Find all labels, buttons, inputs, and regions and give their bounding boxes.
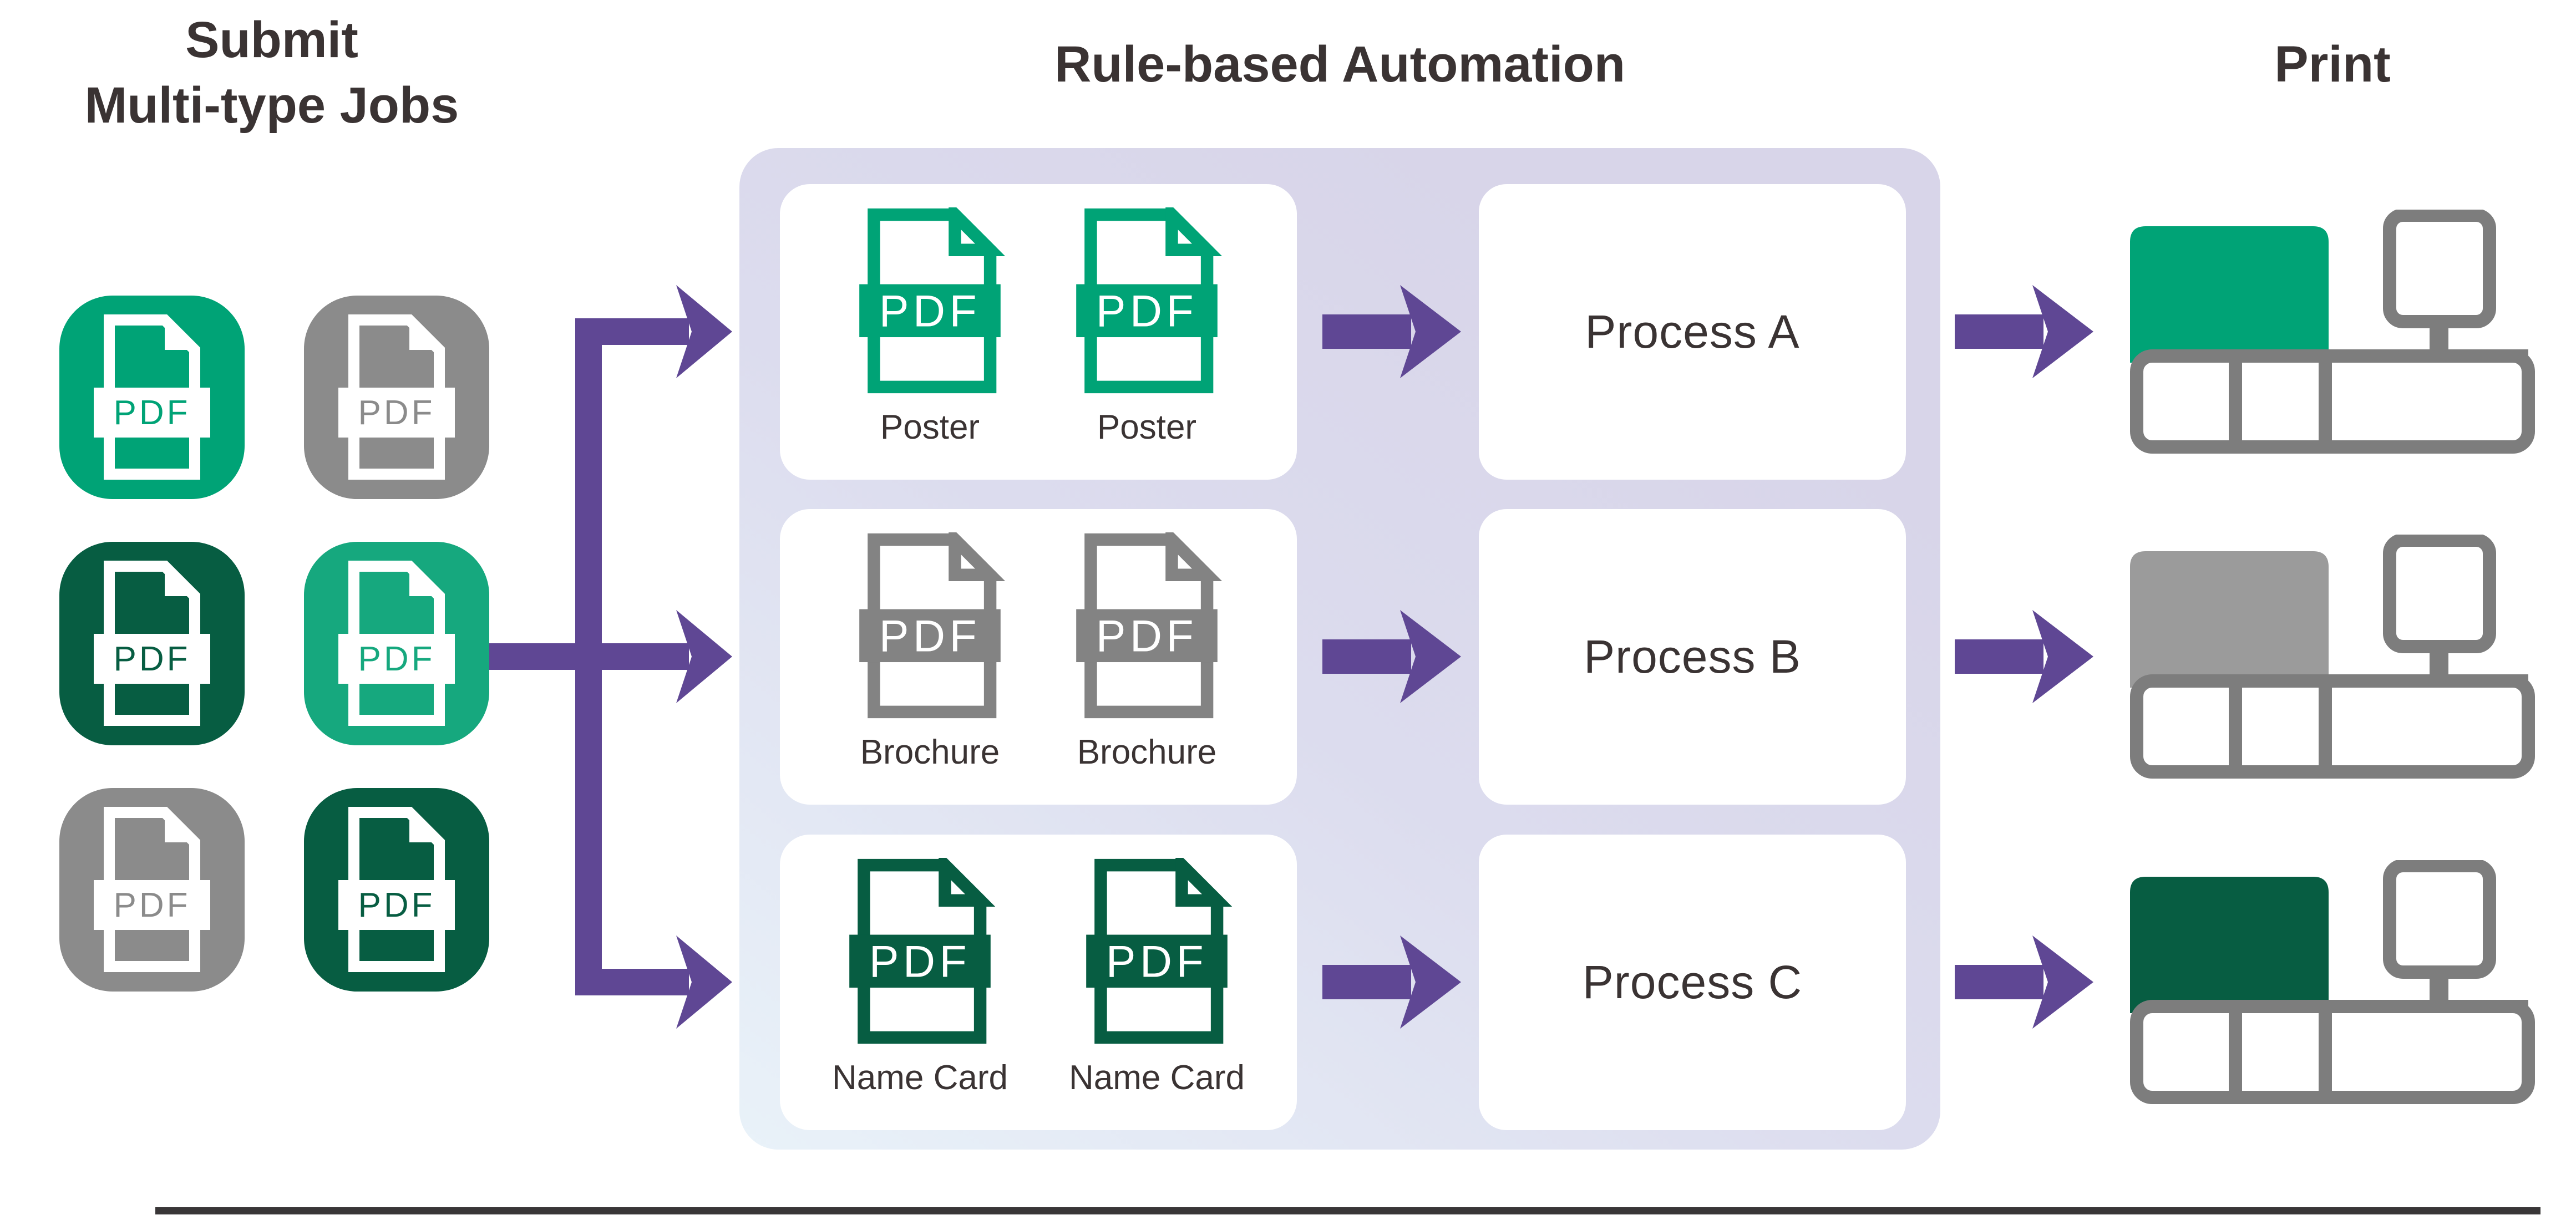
arrow-icon bbox=[1955, 936, 2093, 1029]
print-title: Print bbox=[2274, 36, 2391, 93]
brochure-doc-1: Brochure bbox=[852, 532, 1008, 772]
printer-press-icon bbox=[2130, 210, 2535, 454]
document-type-label: Poster bbox=[1097, 408, 1197, 446]
pdf-document-icon bbox=[304, 542, 489, 745]
job-group-card-poster: Poster Poster bbox=[780, 184, 1297, 480]
process-b-box: Process B bbox=[1479, 509, 1906, 805]
poster-doc-1: Poster bbox=[852, 207, 1008, 447]
arrow-poster-to-process-a bbox=[1322, 285, 1461, 378]
job-group-card-brochure: Brochure Brochure bbox=[780, 509, 1297, 805]
pdf-tile-icon bbox=[59, 542, 245, 745]
process-a-label: Process A bbox=[1585, 306, 1800, 358]
pdf-document-icon bbox=[59, 296, 245, 499]
job-group-card-namecard: Name Card Name Card bbox=[780, 835, 1297, 1130]
pdf-tile-icon bbox=[304, 296, 489, 499]
document-type-label: Name Card bbox=[832, 1059, 1008, 1097]
document-type-label: Brochure bbox=[1077, 733, 1217, 771]
arrow-icon bbox=[1322, 285, 1461, 378]
pdf-outline-icon bbox=[1069, 532, 1225, 719]
pdf-tile-icon bbox=[304, 788, 489, 992]
arrow-icon bbox=[1322, 610, 1461, 703]
printer-icon-darkgreen bbox=[2130, 860, 2535, 1104]
pdf-document-icon bbox=[304, 296, 489, 499]
bottom-border-line bbox=[155, 1207, 2540, 1214]
pdf-tile-icon bbox=[59, 788, 245, 992]
submit-jobs-title: Submit Multi-type Jobs bbox=[0, 8, 544, 139]
process-b-label: Process B bbox=[1584, 631, 1801, 683]
arrow-brochure-to-process-b bbox=[1322, 610, 1461, 703]
pdf-tile-icon bbox=[304, 542, 489, 745]
pdf-outline-icon bbox=[1069, 207, 1225, 394]
pdf-document-icon bbox=[59, 542, 245, 745]
document-type-label: Name Card bbox=[1069, 1059, 1245, 1097]
process-a-box: Process A bbox=[1479, 184, 1906, 480]
pdf-tile-icon bbox=[59, 296, 245, 499]
document-type-label: Poster bbox=[880, 408, 980, 446]
arrow-icon bbox=[1955, 285, 2093, 378]
document-type-label: Brochure bbox=[860, 733, 1000, 771]
arrow-namecard-to-process-c bbox=[1322, 936, 1461, 1029]
arrow-process-c-to-printer bbox=[1955, 936, 2093, 1029]
branch-arrows-icon bbox=[489, 285, 732, 1029]
brochure-doc-2: Brochure bbox=[1069, 532, 1225, 772]
printer-icon-gray bbox=[2130, 535, 2535, 779]
pdf-document-icon bbox=[59, 788, 245, 992]
printer-press-icon bbox=[2130, 860, 2535, 1104]
process-c-box: Process C bbox=[1479, 835, 1906, 1130]
automation-title: Rule-based Automation bbox=[1054, 36, 1626, 93]
process-c-label: Process C bbox=[1582, 956, 1803, 1008]
branch-connector-arrows bbox=[488, 266, 741, 1048]
poster-doc-2: Poster bbox=[1069, 207, 1225, 447]
pdf-outline-icon bbox=[842, 858, 998, 1045]
arrow-icon bbox=[1322, 936, 1461, 1029]
arrow-process-a-to-printer bbox=[1955, 285, 2093, 378]
pdf-outline-icon bbox=[1079, 858, 1235, 1045]
printer-icon-green bbox=[2130, 210, 2535, 454]
namecard-doc-2: Name Card bbox=[1069, 858, 1245, 1097]
namecard-doc-1: Name Card bbox=[832, 858, 1008, 1097]
arrow-icon bbox=[1955, 610, 2093, 703]
submit-title-line2: Multi-type Jobs bbox=[84, 77, 459, 134]
printer-press-icon bbox=[2130, 535, 2535, 779]
arrow-process-b-to-printer bbox=[1955, 610, 2093, 703]
pdf-outline-icon bbox=[852, 532, 1008, 719]
pdf-document-icon bbox=[304, 788, 489, 992]
submit-title-line1: Submit bbox=[185, 12, 358, 68]
pdf-outline-icon bbox=[852, 207, 1008, 394]
